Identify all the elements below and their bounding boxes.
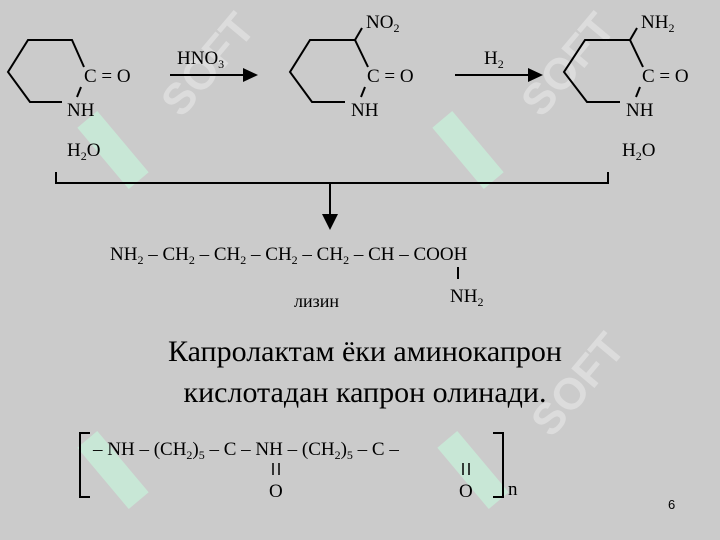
carbonyl-oxygen-1: O (269, 481, 283, 502)
nh-label: NH (351, 100, 379, 121)
page-number: 6 (668, 497, 676, 512)
ring-3 (562, 39, 644, 103)
nh-label: NH (67, 100, 95, 121)
chain-sub: 2 (343, 253, 350, 267)
right-bracket (493, 432, 504, 498)
polymer-part: – NH – (CH (93, 439, 187, 460)
water-label: H2O (67, 140, 101, 163)
polymer-formula: – NH – (CH2)5 – C – NH – (CH2)5 – C – (93, 439, 399, 462)
caption-line-2: кислотадан капрон олинади. (183, 376, 547, 409)
carbonyl-label: C = O (84, 66, 131, 87)
arrow-head-down (322, 214, 338, 230)
water-sub: 2 (635, 149, 642, 163)
lysine-side-amino: NH2 (450, 286, 484, 309)
water-o: O (86, 140, 101, 161)
chain-sub: 2 (188, 253, 195, 267)
hydrolysis-bracket (55, 172, 609, 184)
chain-sub: 2 (137, 253, 144, 267)
water-h: H (67, 140, 81, 161)
reagent-sub: 3 (218, 57, 225, 71)
side-main: NH (450, 286, 478, 307)
lysine-formula: NH2 – CH2 – CH2 – CH2 – CH2 – CH – COOH (110, 244, 468, 267)
polymer-sub: 2 (186, 448, 193, 462)
lysine-name: лизин (294, 291, 339, 311)
carbonyl-label: C = O (367, 66, 414, 87)
water-o: O (641, 140, 656, 161)
left-bracket (79, 432, 90, 498)
amino-label: NH2 (641, 12, 675, 35)
amino-sub: 2 (668, 21, 675, 35)
polymer-sub: 5 (198, 448, 205, 462)
ring-1 (6, 39, 85, 103)
repeat-n: n (508, 479, 518, 500)
chain-sub: 2 (240, 253, 247, 267)
arrow-head-1 (243, 68, 258, 82)
chain-part: – CH (246, 244, 292, 265)
reagent-main: H (484, 48, 498, 69)
ring-2 (288, 39, 369, 103)
polymer-sub: 5 (346, 448, 353, 462)
water-h: H (622, 140, 636, 161)
reagent-main: HNO (177, 48, 219, 69)
reagent-sub: 2 (497, 57, 504, 71)
caption-line-1: Капролактам ёки аминокапрон (168, 335, 562, 368)
chain-part: – CH (143, 244, 189, 265)
nitro-sub: 2 (393, 21, 400, 35)
water-sub: 2 (80, 149, 87, 163)
polymer-part: – C – (352, 439, 399, 460)
carbonyl-oxygen-2: O (459, 481, 473, 502)
nitro-label: NO2 (366, 12, 400, 35)
chain-part: – CH – COOH (349, 244, 468, 265)
carbonyl-label: C = O (642, 66, 689, 87)
nh-label: NH (626, 100, 654, 121)
polymer-sub: 2 (334, 448, 341, 462)
nitro-main: NO (366, 12, 394, 33)
chain-sub: 2 (291, 253, 298, 267)
amino-main: NH (641, 12, 669, 33)
arrow-head-2 (528, 68, 543, 82)
side-sub: 2 (477, 295, 484, 309)
chain-part: – CH (297, 244, 344, 265)
water-label: H2O (622, 140, 656, 163)
chain-part: – CH (194, 244, 241, 265)
polymer-part: – C – NH – (CH (204, 439, 335, 460)
reagent-hno3: HNO3 (177, 48, 225, 71)
chain-part: NH (110, 244, 138, 265)
reagent-h2: H2 (484, 48, 504, 71)
